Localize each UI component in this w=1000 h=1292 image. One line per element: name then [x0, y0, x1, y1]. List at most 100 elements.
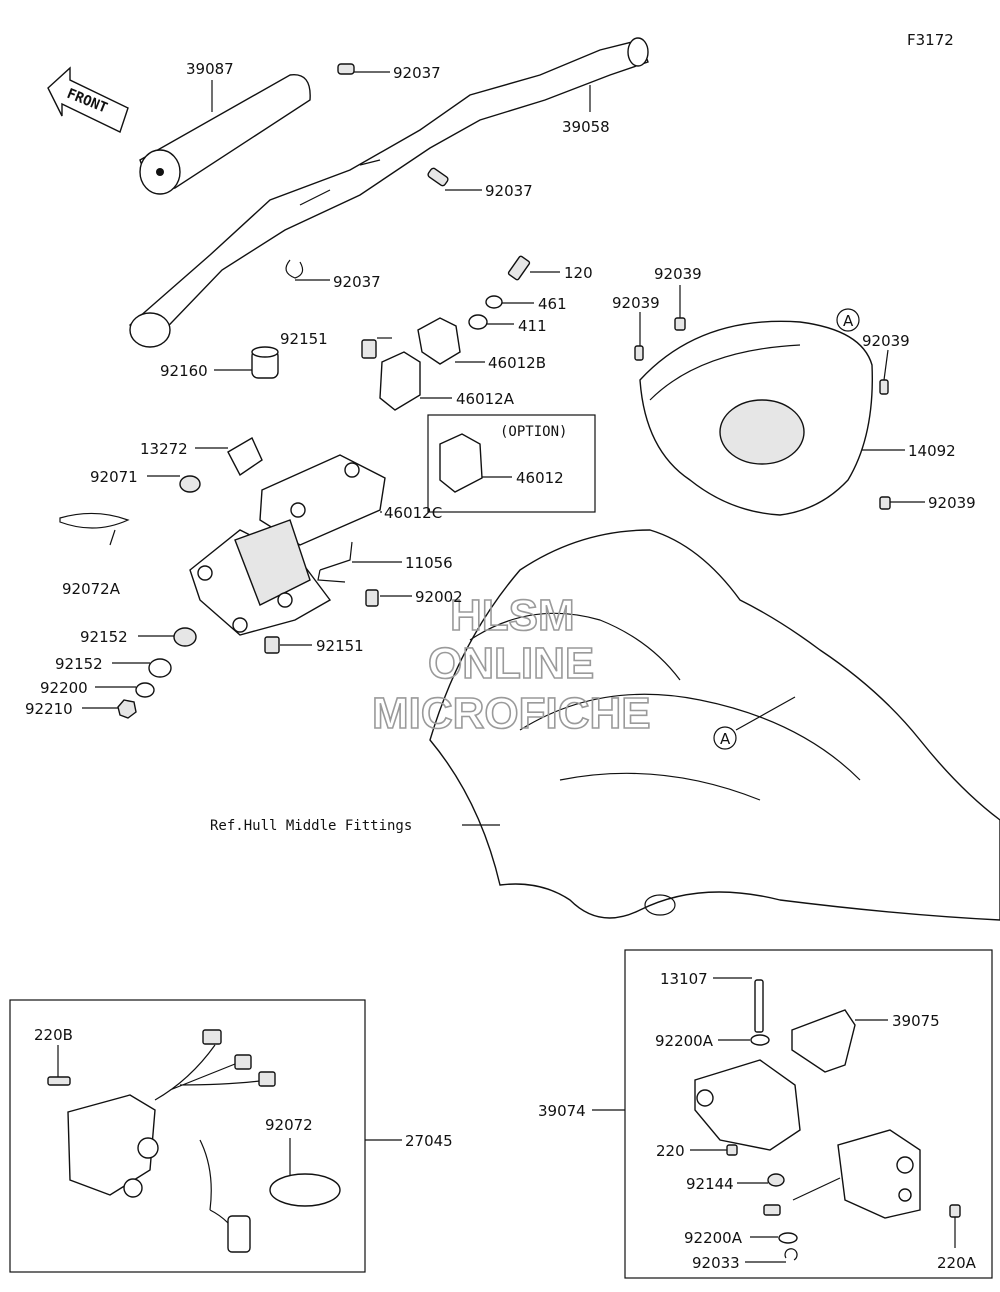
washer-92152-a [173, 627, 197, 647]
label-461: 461 [538, 295, 567, 313]
grip-cover-39087 [139, 74, 311, 195]
grommet-92160 [251, 346, 279, 379]
washer-92152-b [148, 658, 172, 678]
label-92033: 92033 [692, 1254, 740, 1272]
part-labels: 39087 92037 39058 92037 92037 120 461 41… [25, 60, 977, 1272]
washer-92200 [135, 682, 155, 698]
watermark: HLSM ONLINE MICROFICHE [371, 590, 651, 739]
label-220a: 220A [937, 1254, 977, 1272]
label-14092: 14092 [908, 442, 956, 460]
front-arrow-icon: FRONT [47, 66, 129, 133]
cover-39075 [791, 1009, 856, 1073]
screw-220a [949, 1204, 961, 1218]
clamp-13272 [227, 437, 263, 477]
svg-text:A: A [720, 730, 731, 748]
hull-middle [429, 529, 1000, 921]
label-411: 411 [518, 317, 547, 335]
label-39058: 39058 [562, 118, 610, 136]
label-92160: 92160 [160, 362, 208, 380]
washer-411 [468, 314, 488, 330]
label-92039-d: 92039 [928, 494, 976, 512]
option-label: (OPTION) [500, 424, 567, 440]
ref-label: Ref.Hull Middle Fittings [210, 818, 412, 834]
label-92152-b: 92152 [55, 655, 103, 673]
label-92151-bottom: 92151 [316, 637, 364, 655]
svg-text:A: A [843, 312, 854, 330]
holder-46012 [439, 433, 483, 493]
washer-92200a-bottom [778, 1232, 798, 1244]
clip-92039-b [634, 345, 644, 361]
label-13107: 13107 [660, 970, 708, 988]
bolt-92002 [365, 589, 379, 607]
steering-column-46012c [189, 454, 386, 636]
label-220b: 220B [34, 1026, 73, 1044]
label-120: 120 [564, 264, 593, 282]
screw-220 [726, 1144, 738, 1156]
label-220: 220 [656, 1142, 685, 1160]
label-92200a-bottom: 92200A [684, 1229, 743, 1247]
label-92039-c: 92039 [862, 332, 910, 350]
holder-46012b [417, 317, 461, 365]
throttle-lever [837, 1129, 921, 1219]
svg-text:ONLINE: ONLINE [428, 639, 594, 688]
label-92072: 92072 [265, 1116, 313, 1134]
label-27045: 27045 [405, 1132, 453, 1150]
label-92144: 92144 [686, 1175, 734, 1193]
label-46012b: 46012B [488, 354, 546, 372]
label-92037-top: 92037 [393, 64, 441, 82]
label-92037-mid: 92037 [485, 182, 533, 200]
bolt-92151-bottom [264, 636, 280, 654]
clip-92039-c [879, 379, 889, 395]
bolt-92151-top [361, 339, 377, 359]
label-92151-top: 92151 [280, 330, 328, 348]
label-92072a: 92072A [62, 580, 121, 598]
bushing-92071 [179, 475, 201, 493]
clip-92039-a [674, 317, 686, 331]
washer-461 [485, 295, 503, 309]
pin-11056 [317, 541, 353, 583]
clip-92037-low [285, 259, 304, 279]
svg-text:MICROFICHE: MICROFICHE [372, 689, 651, 738]
label-92002: 92002 [415, 588, 463, 606]
label-92039-b: 92039 [612, 294, 660, 312]
label-46012: 46012 [516, 469, 564, 487]
switch-body [67, 1094, 156, 1196]
label-92200: 92200 [40, 679, 88, 697]
label-39075: 39075 [892, 1012, 940, 1030]
ref-circle-a-top: A [836, 308, 860, 332]
kit-box-39074 [624, 949, 993, 1279]
label-39087: 39087 [186, 60, 234, 78]
cover-14092 [639, 320, 873, 516]
label-92152-a: 92152 [80, 628, 128, 646]
label-11056: 11056 [405, 554, 453, 572]
ref-circle-a-hull: A [713, 696, 796, 750]
handlebar-39058 [128, 37, 649, 348]
kit-box-27045 [9, 999, 366, 1273]
label-46012c: 46012C [384, 504, 442, 522]
clip-92037-top [337, 63, 355, 75]
washer-92200a-top [750, 1034, 770, 1046]
pin-13107 [754, 979, 764, 1033]
leader-lines [57, 71, 956, 1263]
label-13272: 13272 [140, 440, 188, 458]
cable-tie-92072a [59, 512, 130, 546]
clip-92033 [784, 1248, 798, 1261]
svg-text:HLSM: HLSM [450, 591, 575, 640]
figure-id: F3172 [907, 31, 954, 49]
label-92200a-top: 92200A [655, 1032, 714, 1050]
spring-92144 [767, 1173, 785, 1187]
holder-46012a [379, 351, 421, 411]
label-92037-low: 92037 [333, 273, 381, 291]
option-box: (OPTION) [427, 414, 596, 513]
label-46012a: 46012A [456, 390, 515, 408]
label-92210: 92210 [25, 700, 73, 718]
nut-92210 [117, 699, 137, 719]
screw-220b [47, 1076, 71, 1086]
bolt-120 [507, 255, 531, 281]
label-39074: 39074 [538, 1102, 586, 1120]
label-92071: 92071 [90, 468, 138, 486]
label-92039-a: 92039 [654, 265, 702, 283]
band-92072 [269, 1173, 341, 1207]
